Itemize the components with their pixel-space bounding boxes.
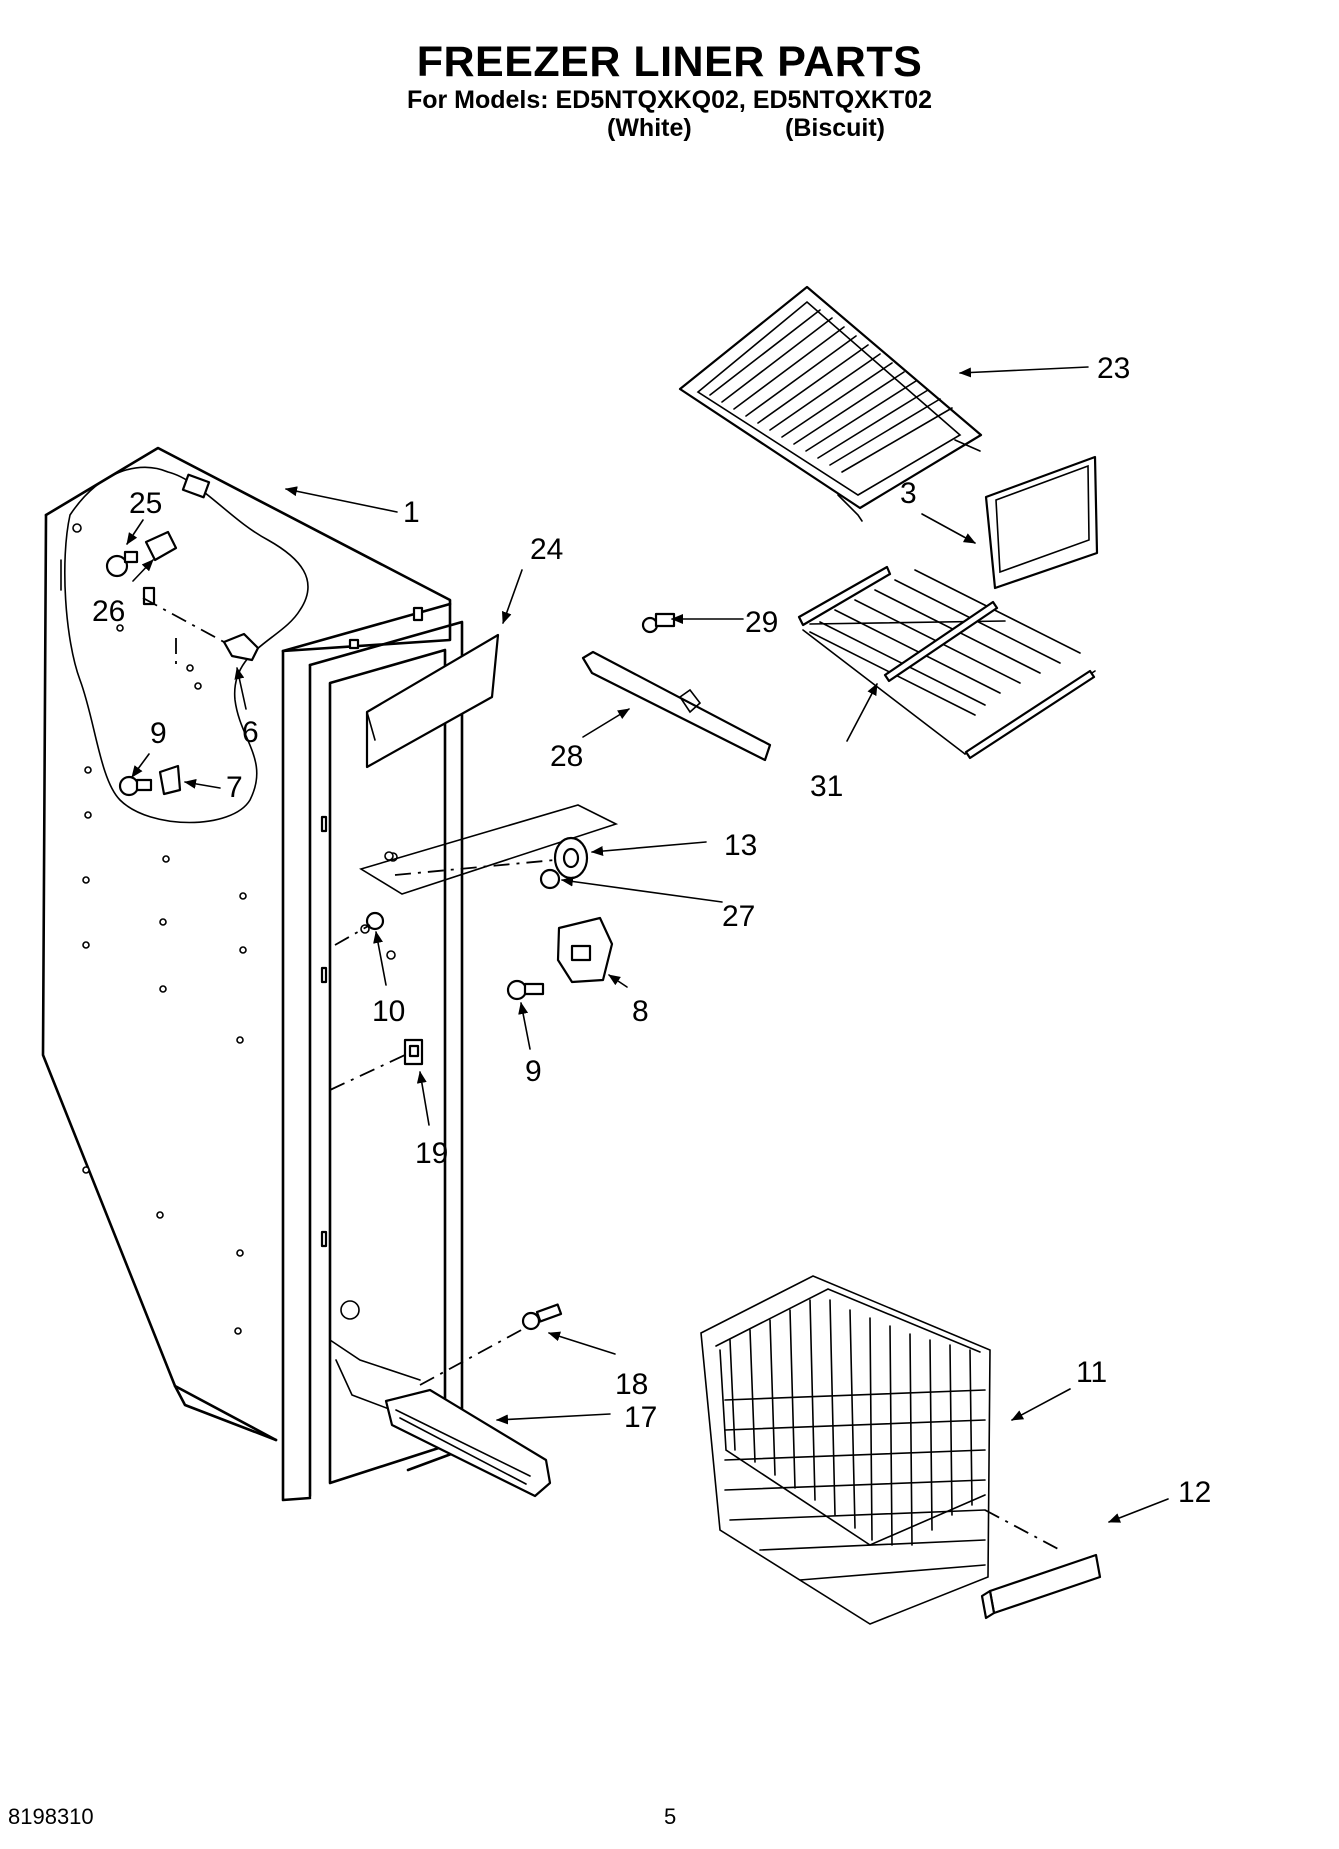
part-27-screw <box>539 868 561 890</box>
callout-31: 31 <box>810 770 843 803</box>
part-10-screw <box>365 911 385 931</box>
document-number: 8198310 <box>8 1804 94 1829</box>
part-3-shelf-trim <box>984 455 1099 590</box>
part-12-basket-trim <box>980 1553 1102 1620</box>
variant-white: (White) <box>607 114 692 142</box>
callout-11: 11 <box>1076 1356 1107 1389</box>
callout-29: 29 <box>745 606 778 639</box>
part-19-switch <box>403 1038 424 1066</box>
part-17-toe-grille <box>384 1388 552 1498</box>
callout-17: 17 <box>624 1401 657 1434</box>
page-title: FREEZER LINER PARTS <box>416 38 923 86</box>
part-7-bracket <box>158 764 182 796</box>
part-9-screw-b <box>506 979 545 1001</box>
part-25-bulb <box>105 550 139 578</box>
page-number: 5 <box>664 1804 677 1829</box>
part-28-shelf-support <box>581 650 772 762</box>
callout-18: 18 <box>615 1368 648 1401</box>
part-18-screw <box>521 1303 563 1331</box>
callout-12: 12 <box>1178 1476 1211 1509</box>
callout-8: 8 <box>632 995 649 1028</box>
part-29-screw <box>641 612 676 634</box>
part-11-wire-basket <box>700 1275 991 1625</box>
callout-10: 10 <box>372 995 405 1028</box>
callout-labels: 1 3 6 7 8 9 9 10 11 12 13 17 18 19 23 24… <box>92 352 1211 1509</box>
callout-27: 27 <box>722 900 755 933</box>
part-26-socket <box>144 530 178 562</box>
part-9-screw-a <box>118 775 153 797</box>
callout-3: 3 <box>900 477 917 510</box>
part-13-knob <box>553 836 589 880</box>
control-label-plate <box>359 804 619 895</box>
variant-biscuit: (Biscuit) <box>785 114 885 142</box>
callout-28: 28 <box>550 740 583 773</box>
callout-1: 1 <box>403 496 420 529</box>
part-8-bracket <box>556 916 614 984</box>
callout-26: 26 <box>92 595 125 628</box>
callout-23: 23 <box>1097 352 1130 385</box>
freezer-liner <box>41 446 452 1442</box>
part-23-glass-shelf <box>678 285 983 522</box>
callout-6: 6 <box>242 716 259 749</box>
callout-9-b: 9 <box>525 1055 542 1088</box>
part-31-wire-shelf <box>797 565 1096 760</box>
callout-24: 24 <box>530 533 563 566</box>
callout-19: 19 <box>415 1137 448 1170</box>
callout-9-a: 9 <box>150 717 167 750</box>
callout-13: 13 <box>724 829 757 862</box>
leader-arrows <box>126 366 1169 1523</box>
part-24-light-shield <box>365 633 500 769</box>
models-line: For Models: ED5NTQXKQ02, ED5NTQXKT02 <box>406 86 933 114</box>
callout-25: 25 <box>129 487 162 520</box>
callout-7: 7 <box>226 771 243 804</box>
part-6-clip <box>222 632 260 662</box>
